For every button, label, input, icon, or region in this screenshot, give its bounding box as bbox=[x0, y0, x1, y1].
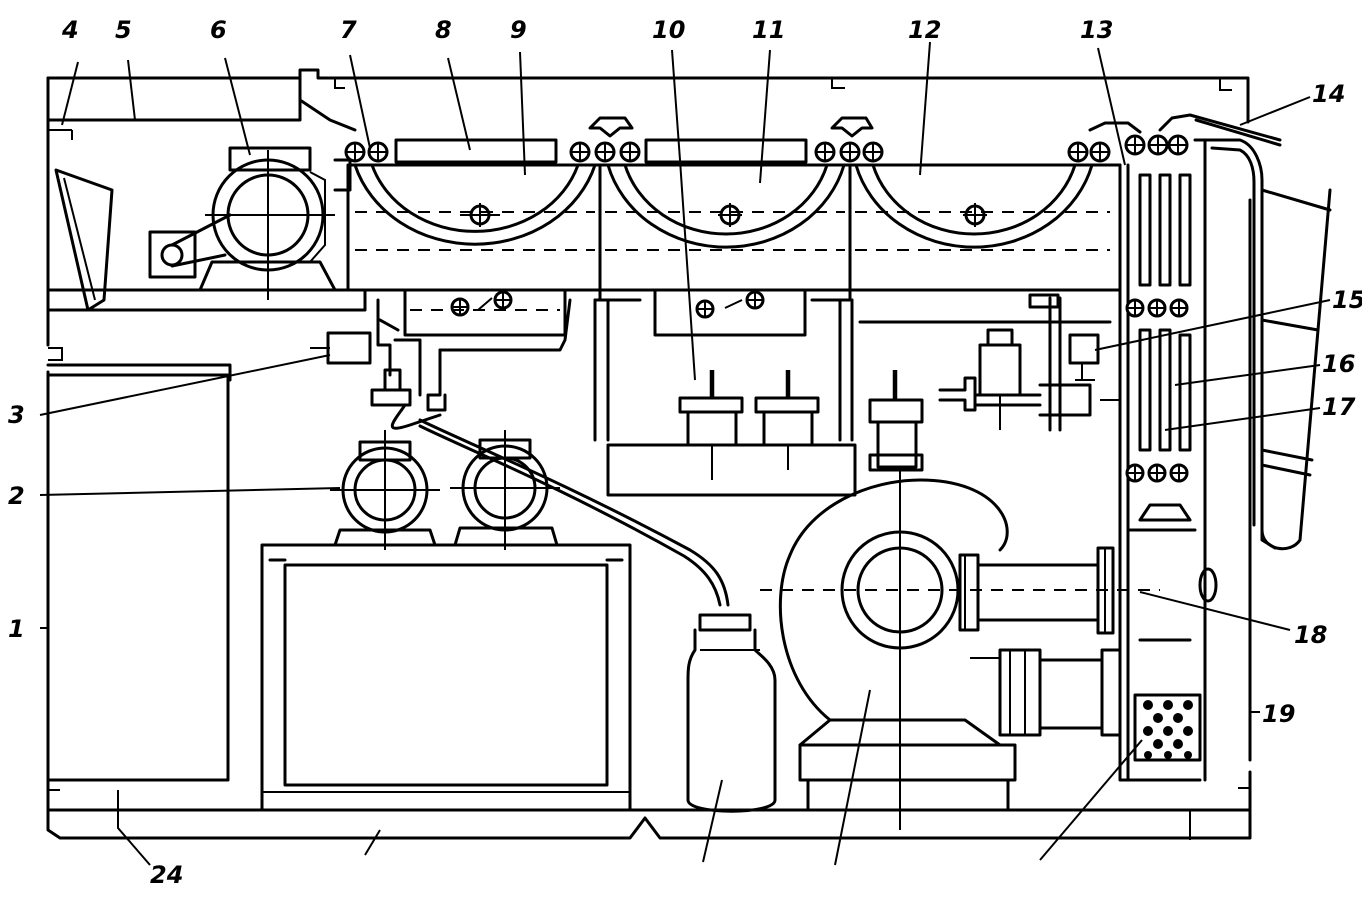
callout-14: 14 bbox=[1312, 80, 1345, 108]
callout-15: 15 bbox=[1332, 286, 1362, 314]
callout-10: 10 bbox=[652, 16, 685, 44]
drain-hose bbox=[418, 418, 777, 813]
callout-11: 11 bbox=[752, 16, 785, 44]
callout-1: 1 bbox=[8, 615, 25, 643]
lower-tanks bbox=[403, 288, 857, 497]
blower bbox=[760, 370, 1160, 830]
callout-24: 24 bbox=[150, 861, 183, 889]
callout-13: 13 bbox=[1080, 16, 1113, 44]
callout-5: 5 bbox=[115, 16, 132, 44]
callout-4: 4 bbox=[61, 16, 79, 44]
heater-column bbox=[858, 113, 1332, 782]
callout-labels: 4 5 6 7 8 9 10 11 12 13 14 15 16 17 18 1… bbox=[8, 16, 1362, 889]
drive-motor bbox=[46, 76, 357, 300]
callout-6: 6 bbox=[210, 16, 227, 44]
callout-7: 7 bbox=[340, 16, 357, 44]
bath-tank bbox=[344, 116, 1122, 302]
filter-mesh bbox=[1143, 700, 1193, 759]
callout-12: 12 bbox=[908, 16, 941, 44]
callout-17: 17 bbox=[1322, 393, 1356, 421]
valve-assembly bbox=[310, 298, 572, 430]
roller-row-top bbox=[344, 141, 1111, 163]
callout-18: 18 bbox=[1294, 621, 1327, 649]
machine-frame bbox=[46, 68, 1252, 840]
storage-tank bbox=[260, 543, 632, 812]
callout-8: 8 bbox=[435, 16, 452, 44]
callout-2: 2 bbox=[8, 482, 25, 510]
callout-3: 3 bbox=[8, 401, 25, 429]
leader-lines bbox=[39, 41, 1331, 866]
callout-16: 16 bbox=[1322, 350, 1355, 378]
pump-pair bbox=[330, 430, 560, 550]
callout-19: 19 bbox=[1262, 700, 1295, 728]
callout-9: 9 bbox=[510, 16, 527, 44]
